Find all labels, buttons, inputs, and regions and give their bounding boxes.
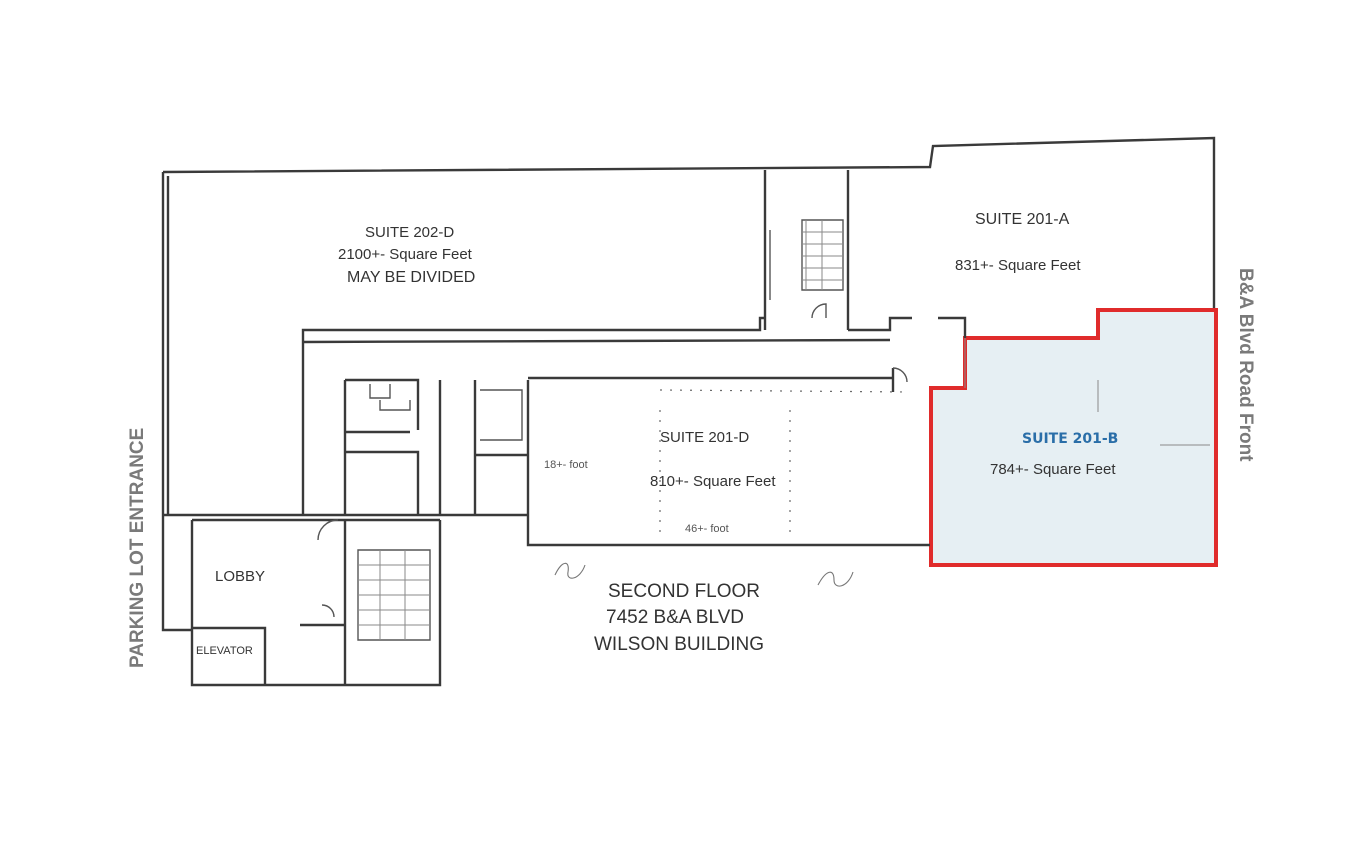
road-front-label: B&A Blvd Road Front	[1235, 268, 1256, 462]
stair-core-upper	[763, 170, 850, 330]
parking-lot-entrance-label: PARKING LOT ENTRANCE	[127, 428, 148, 668]
lobby-walls	[161, 515, 442, 687]
handwritten-notes	[554, 562, 854, 587]
exterior-walls	[161, 136, 1216, 517]
suite-201a-area: 831+- Square Feet	[955, 257, 1081, 274]
address-label: 7452 B&A BLVD	[606, 607, 744, 628]
building-name-label: WILSON BUILDING	[594, 634, 764, 655]
elevator-label: ELEVATOR	[196, 645, 253, 657]
corridor-walls	[301, 316, 967, 517]
suite-201d-walls	[526, 367, 930, 547]
suite-202d-name: SUITE 202-D	[365, 224, 454, 241]
suite-201d-area: 810+- Square Feet	[650, 473, 776, 490]
suite-201b-name: SUITE 201-B	[1022, 431, 1118, 447]
floor-label: SECOND FLOOR	[608, 581, 760, 602]
suite-201d-length-dimension: 46+- foot	[685, 523, 729, 535]
suite-201b-area: 784+- Square Feet	[990, 461, 1116, 478]
restroom-block	[343, 378, 528, 517]
suite-202d-area: 2100+- Square Feet	[338, 246, 473, 263]
suite-202d-note: MAY BE DIVIDED	[347, 269, 475, 286]
lobby-label: LOBBY	[215, 568, 265, 585]
suite-201b-partitions	[964, 338, 1210, 446]
suite-201d-name: SUITE 201-D	[660, 429, 749, 446]
suite-201a-name: SUITE 201-A	[975, 211, 1070, 228]
suite-201d-width-dimension: 18+- foot	[544, 459, 588, 471]
